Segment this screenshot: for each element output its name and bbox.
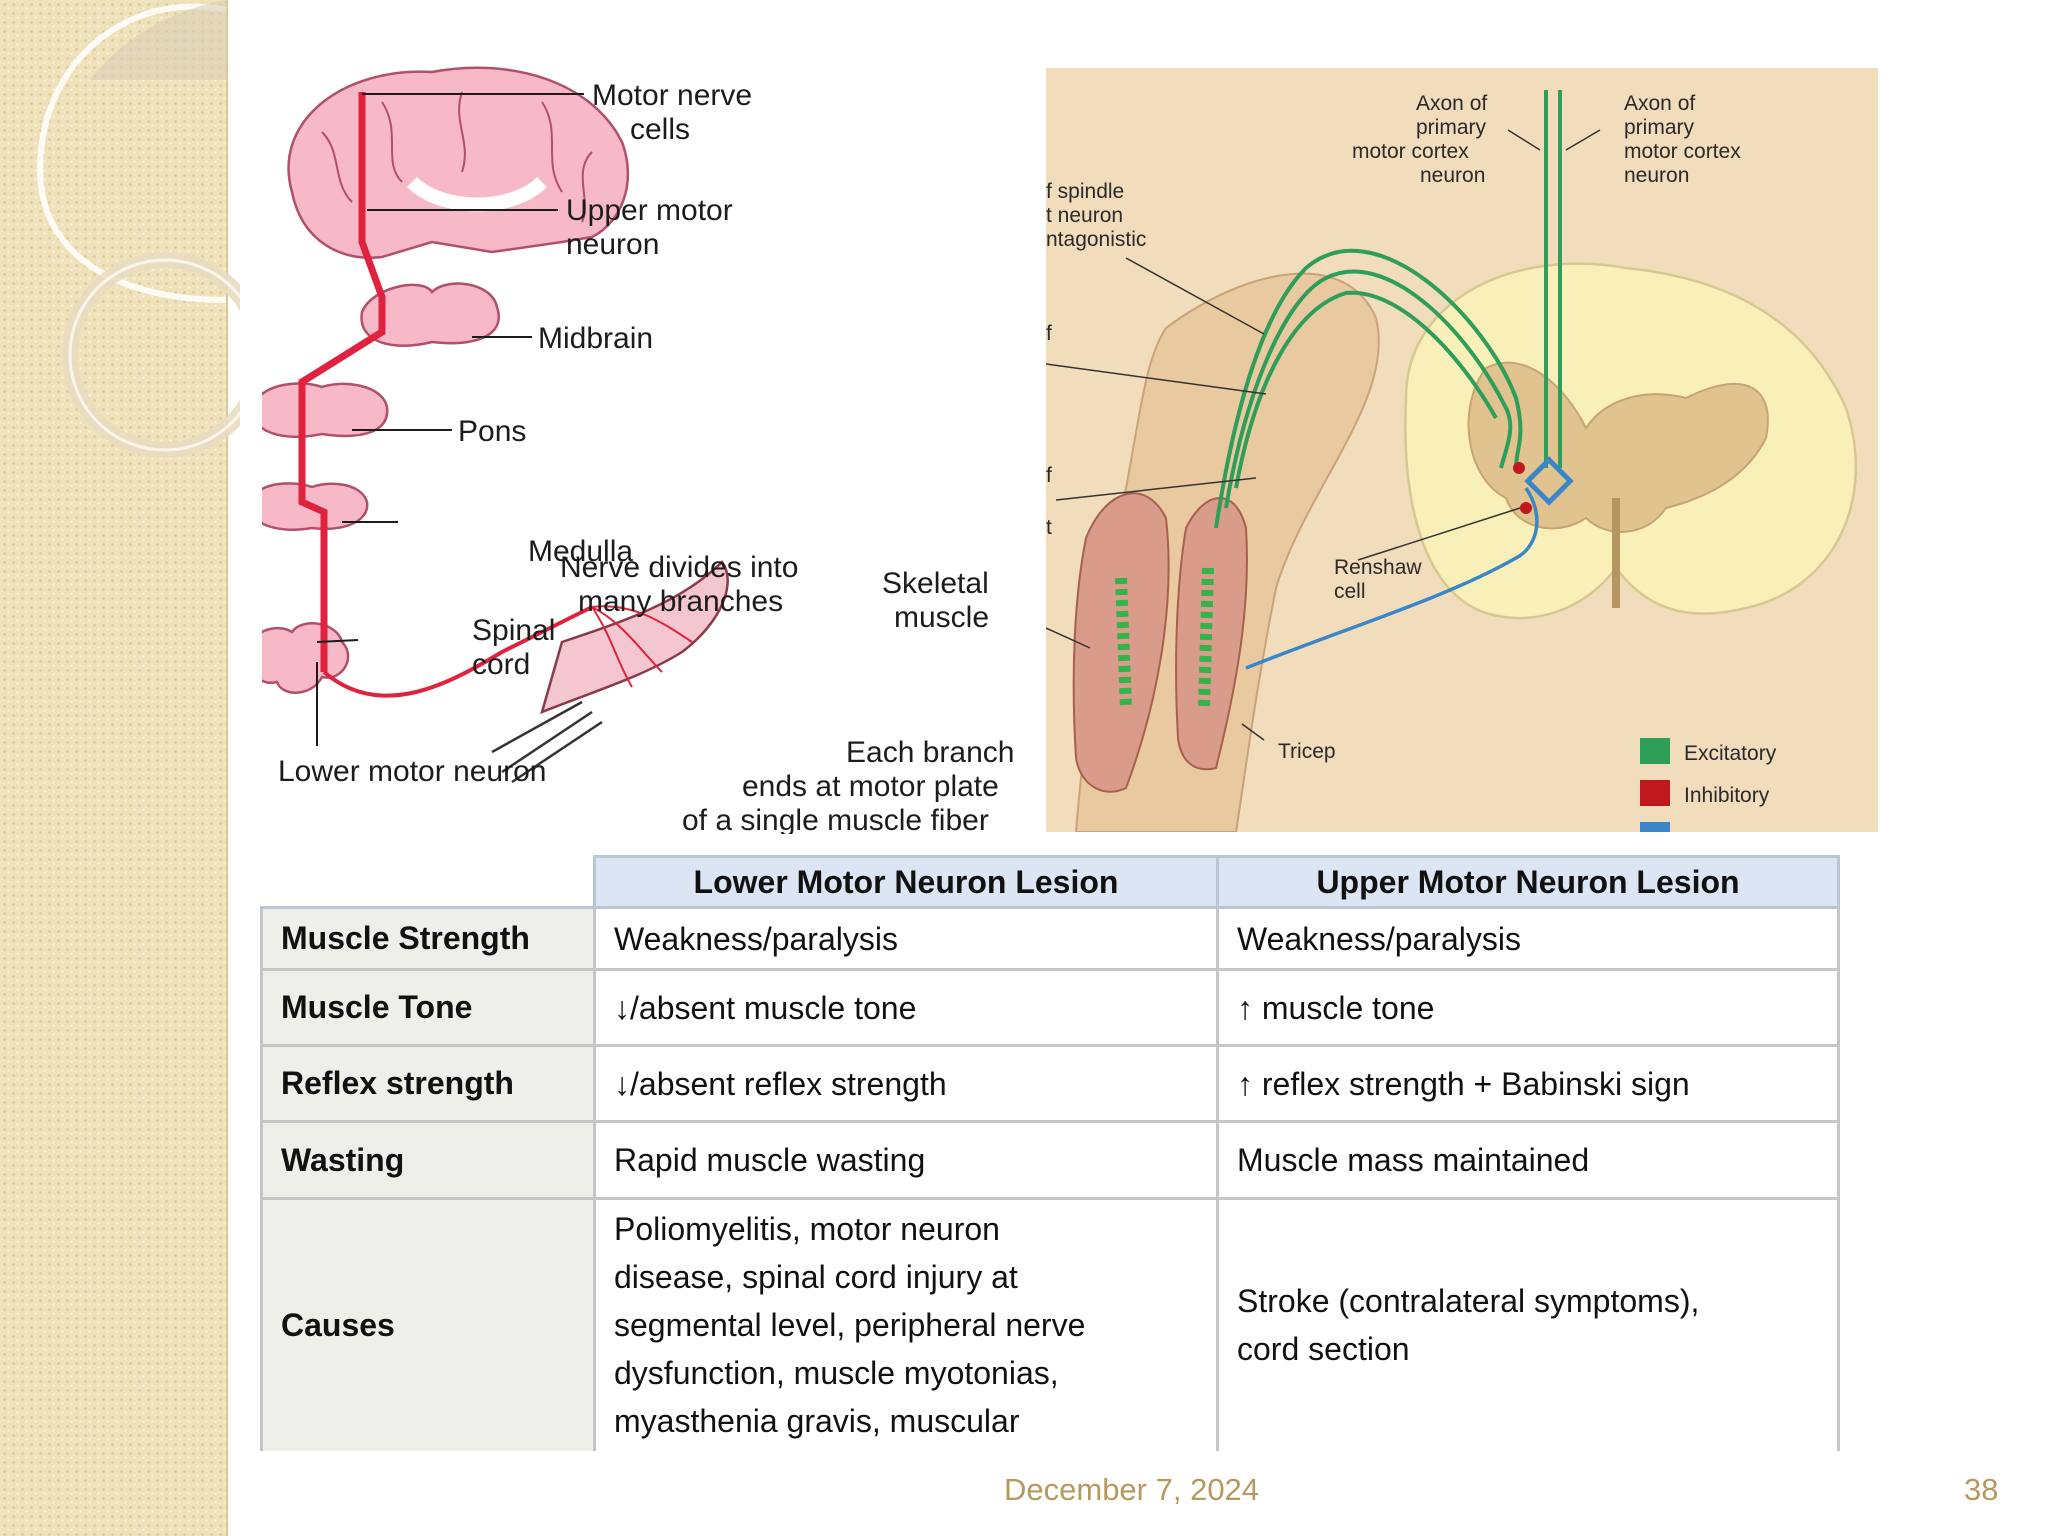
legend-label-inhibitory: Inhibitory xyxy=(1684,784,1770,807)
spinal-cord-cross-section xyxy=(1404,262,1858,620)
label-cut-f2: f xyxy=(1046,464,1052,487)
cell-lower-reflex-strength: ↓/absent reflex strength xyxy=(593,1044,1219,1123)
cell-upper-wasting: Muscle mass maintained xyxy=(1216,1120,1840,1200)
label-upper-motor-neuron: Upper motor xyxy=(566,194,733,227)
label-axon-right-4: neuron xyxy=(1624,164,1689,187)
cell-upper-reflex-strength: ↑ reflex strength + Babinski sign xyxy=(1216,1044,1840,1123)
row-label-muscle-tone: Muscle Tone xyxy=(260,968,596,1047)
header-lower-motor-neuron-lesion: Lower Motor Neuron Lesion xyxy=(593,855,1219,909)
label-axon-left-3: motor cortex xyxy=(1352,140,1469,163)
row-label-muscle-strength: Muscle Strength xyxy=(260,906,596,971)
header-upper-motor-neuron-lesion: Upper Motor Neuron Lesion xyxy=(1216,855,1840,909)
table-row: Wasting Rapid muscle wasting Muscle mass… xyxy=(260,1120,1840,1200)
label-pons: Pons xyxy=(458,415,526,448)
label-spindle: f spindle xyxy=(1046,180,1124,203)
label-skeletal-muscle-2: muscle xyxy=(894,601,989,634)
upper-motor-neuron-path xyxy=(298,92,386,672)
label-motor-nerve-cells: Motor nerve xyxy=(592,79,752,112)
renshaw-synapse xyxy=(1520,502,1532,514)
label-each-branch: Each branch xyxy=(846,736,1014,769)
table-row: Reflex strength ↓/absent reflex strength… xyxy=(260,1044,1840,1123)
label-axon-right-2: primary xyxy=(1624,116,1695,139)
label-each-branch-2: ends at motor plate xyxy=(742,770,999,803)
row-label-reflex-strength: Reflex strength xyxy=(260,1044,596,1123)
label-spinal-cord-2: cord xyxy=(472,648,530,681)
lower-motor-neuron-path xyxy=(322,605,593,698)
table-row: Causes Poliomyelitis, motor neuron disea… xyxy=(260,1197,1840,1451)
label-renshaw: Renshaw xyxy=(1334,556,1422,579)
lesion-comparison-table: Lower Motor Neuron Lesion Upper Motor Ne… xyxy=(260,855,1840,1451)
cell-lower-wasting: Rapid muscle wasting xyxy=(593,1120,1219,1200)
excitatory-axons xyxy=(1214,90,1562,529)
spinal-reflex-diagram: Axon of primary motor cortex neuron Axon… xyxy=(1046,68,1878,832)
label-axon-left-2: primary xyxy=(1416,116,1487,139)
leader-lines xyxy=(316,93,584,746)
label-nerve-divides: Nerve divides into xyxy=(560,551,798,584)
label-axon-left-4: neuron xyxy=(1420,164,1485,187)
legend: Excitatory Inhibitory xyxy=(1640,738,1777,832)
label-skeletal-muscle: Skeletal xyxy=(882,567,989,600)
legend-swatch-excitatory xyxy=(1640,738,1670,764)
cell-upper-muscle-strength: Weakness/paralysis xyxy=(1216,906,1840,971)
cell-lower-muscle-strength: Weakness/paralysis xyxy=(593,906,1219,971)
slide-page-number: 38 xyxy=(1964,1472,1999,1507)
label-spinal-cord: Spinal xyxy=(472,614,555,647)
causes-lower-line: myasthenia gravis, muscular xyxy=(614,1403,1020,1440)
row-label-wasting: Wasting xyxy=(260,1120,596,1200)
label-medulla: Medulla xyxy=(528,535,633,568)
label-renshaw-2: cell xyxy=(1334,580,1366,603)
legend-swatch-motor xyxy=(1640,822,1670,832)
label-lower-motor-neuron: Lower motor neuron xyxy=(278,755,546,788)
label-axon-right: Axon of xyxy=(1624,92,1695,115)
label-axon-right-3: motor cortex xyxy=(1624,140,1741,163)
label-cut-f1: f xyxy=(1046,322,1052,345)
label-cut-t: t xyxy=(1046,516,1052,539)
inhibitory-synapse xyxy=(1513,462,1525,474)
cell-lower-muscle-tone: ↓/absent muscle tone xyxy=(593,968,1219,1047)
slide-date: December 7, 2024 xyxy=(1004,1472,1260,1507)
label-each-branch-3: of a single muscle fiber xyxy=(682,804,989,834)
label-midbrain: Midbrain xyxy=(538,322,653,355)
table-row: Muscle Tone ↓/absent muscle tone ↑ muscl… xyxy=(260,968,1840,1047)
motor-neuron-body xyxy=(1524,456,1574,506)
causes-lower-line: disease, spinal cord injury at xyxy=(614,1259,1018,1296)
motor-pathway-diagram: Motor nerve cells Upper motor neuron Mid… xyxy=(262,66,1014,834)
label-spindle-2: t neuron xyxy=(1046,204,1123,227)
right-leader-lines xyxy=(1046,129,1601,741)
table-row: Muscle Strength Weakness/paralysis Weakn… xyxy=(260,906,1840,971)
causes-upper-line: cord section xyxy=(1237,1331,1410,1368)
legend-label-excitatory: Excitatory xyxy=(1684,742,1777,765)
causes-lower-line: Poliomyelitis, motor neuron xyxy=(614,1211,1000,1248)
arm-illustration xyxy=(1072,272,1380,832)
causes-lower-line: segmental level, peripheral nerve xyxy=(614,1307,1086,1344)
row-label-causes: Causes xyxy=(260,1197,596,1451)
skeletal-muscle-illustration xyxy=(491,560,729,784)
causes-lower-line: dysfunction, muscle myotonias, xyxy=(614,1355,1059,1392)
label-motor-nerve-cells-2: cells xyxy=(630,113,690,146)
decorative-rings xyxy=(36,0,240,458)
brainstem-slices xyxy=(262,282,500,694)
table-header-row: Lower Motor Neuron Lesion Upper Motor Ne… xyxy=(260,855,1840,909)
motor-neuron-axon xyxy=(1245,487,1539,670)
cell-upper-muscle-tone: ↑ muscle tone xyxy=(1216,968,1840,1047)
label-upper-motor-neuron-2: neuron xyxy=(566,228,659,261)
cell-upper-causes: Stroke (contralateral symptoms), cord se… xyxy=(1216,1197,1840,1451)
label-nerve-divides-2: many branches xyxy=(578,585,783,618)
table-corner-cell xyxy=(260,855,596,909)
causes-upper-line: Stroke (contralateral symptoms), xyxy=(1237,1283,1700,1320)
label-spindle-3: ntagonistic xyxy=(1046,228,1146,251)
label-tricep: Tricep xyxy=(1278,740,1336,763)
label-axon-left: Axon of xyxy=(1416,92,1487,115)
cell-lower-causes: Poliomyelitis, motor neuron disease, spi… xyxy=(593,1197,1219,1451)
legend-swatch-inhibitory xyxy=(1640,780,1670,806)
